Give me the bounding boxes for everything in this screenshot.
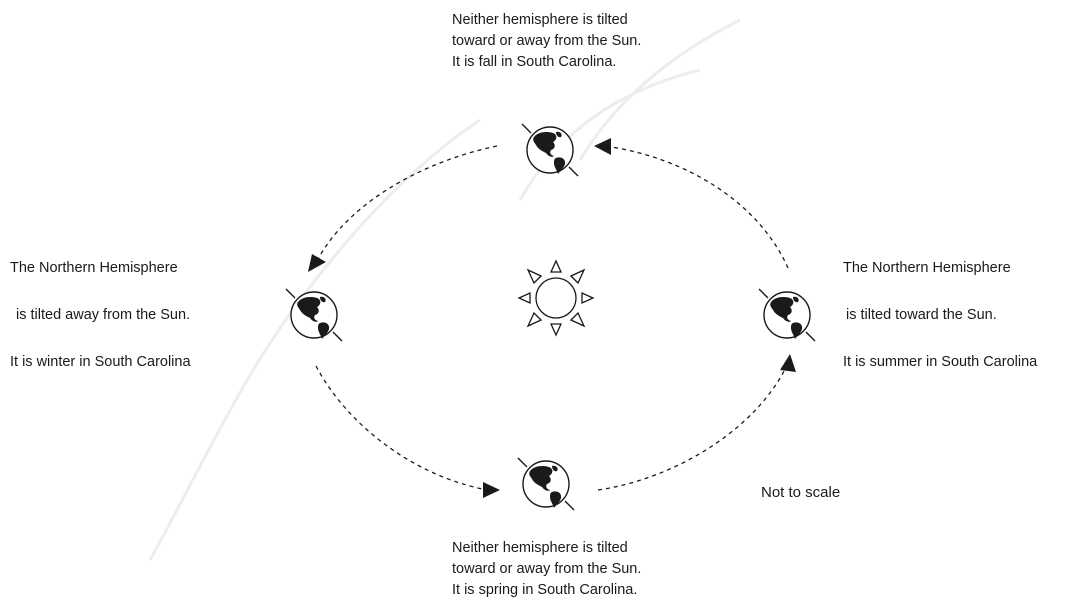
caption-line: The Northern Hemisphere xyxy=(843,260,1011,276)
caption-line: is tilted toward the Sun. xyxy=(846,307,997,323)
caption-line: toward or away from the Sun. xyxy=(452,561,642,577)
caption-line: The Northern Hemisphere xyxy=(10,260,178,276)
caption-line: It is fall in South Carolina. xyxy=(452,54,617,70)
caption-spring: Neither hemisphere is tilted toward or a… xyxy=(452,538,641,601)
caption-winter: The Northern Hemisphere is tilted away f… xyxy=(10,258,191,373)
watermark xyxy=(148,18,741,561)
caption-summer: The Northern Hemisphere is tilted toward… xyxy=(843,258,1037,373)
scale-note: Not to scale xyxy=(761,484,841,501)
caption-line: Neither hemisphere is tilted xyxy=(452,540,628,556)
orbit-path xyxy=(315,145,789,491)
caption-line: Neither hemisphere is tilted xyxy=(452,12,628,28)
caption-line: It is spring in South Carolina. xyxy=(452,582,638,598)
caption-line: It is winter in South Carolina xyxy=(10,354,191,370)
sun-icon xyxy=(517,259,595,337)
caption-line: is tilted away from the Sun. xyxy=(16,307,191,323)
earth-globe-icon xyxy=(758,288,816,342)
arrowhead-icon xyxy=(483,482,500,498)
caption-line: toward or away from the Sun. xyxy=(452,33,642,49)
earth-globe-icon xyxy=(517,457,575,511)
arrowhead-icon xyxy=(594,138,611,155)
caption-fall: Neither hemisphere is tilted toward or a… xyxy=(452,10,641,73)
earth-globe-icon xyxy=(285,288,343,342)
arrowhead-icon xyxy=(780,354,796,372)
caption-line: It is summer in South Carolina xyxy=(843,354,1038,370)
earth-globe-icon xyxy=(521,123,579,177)
arrowhead-icon xyxy=(308,254,326,272)
